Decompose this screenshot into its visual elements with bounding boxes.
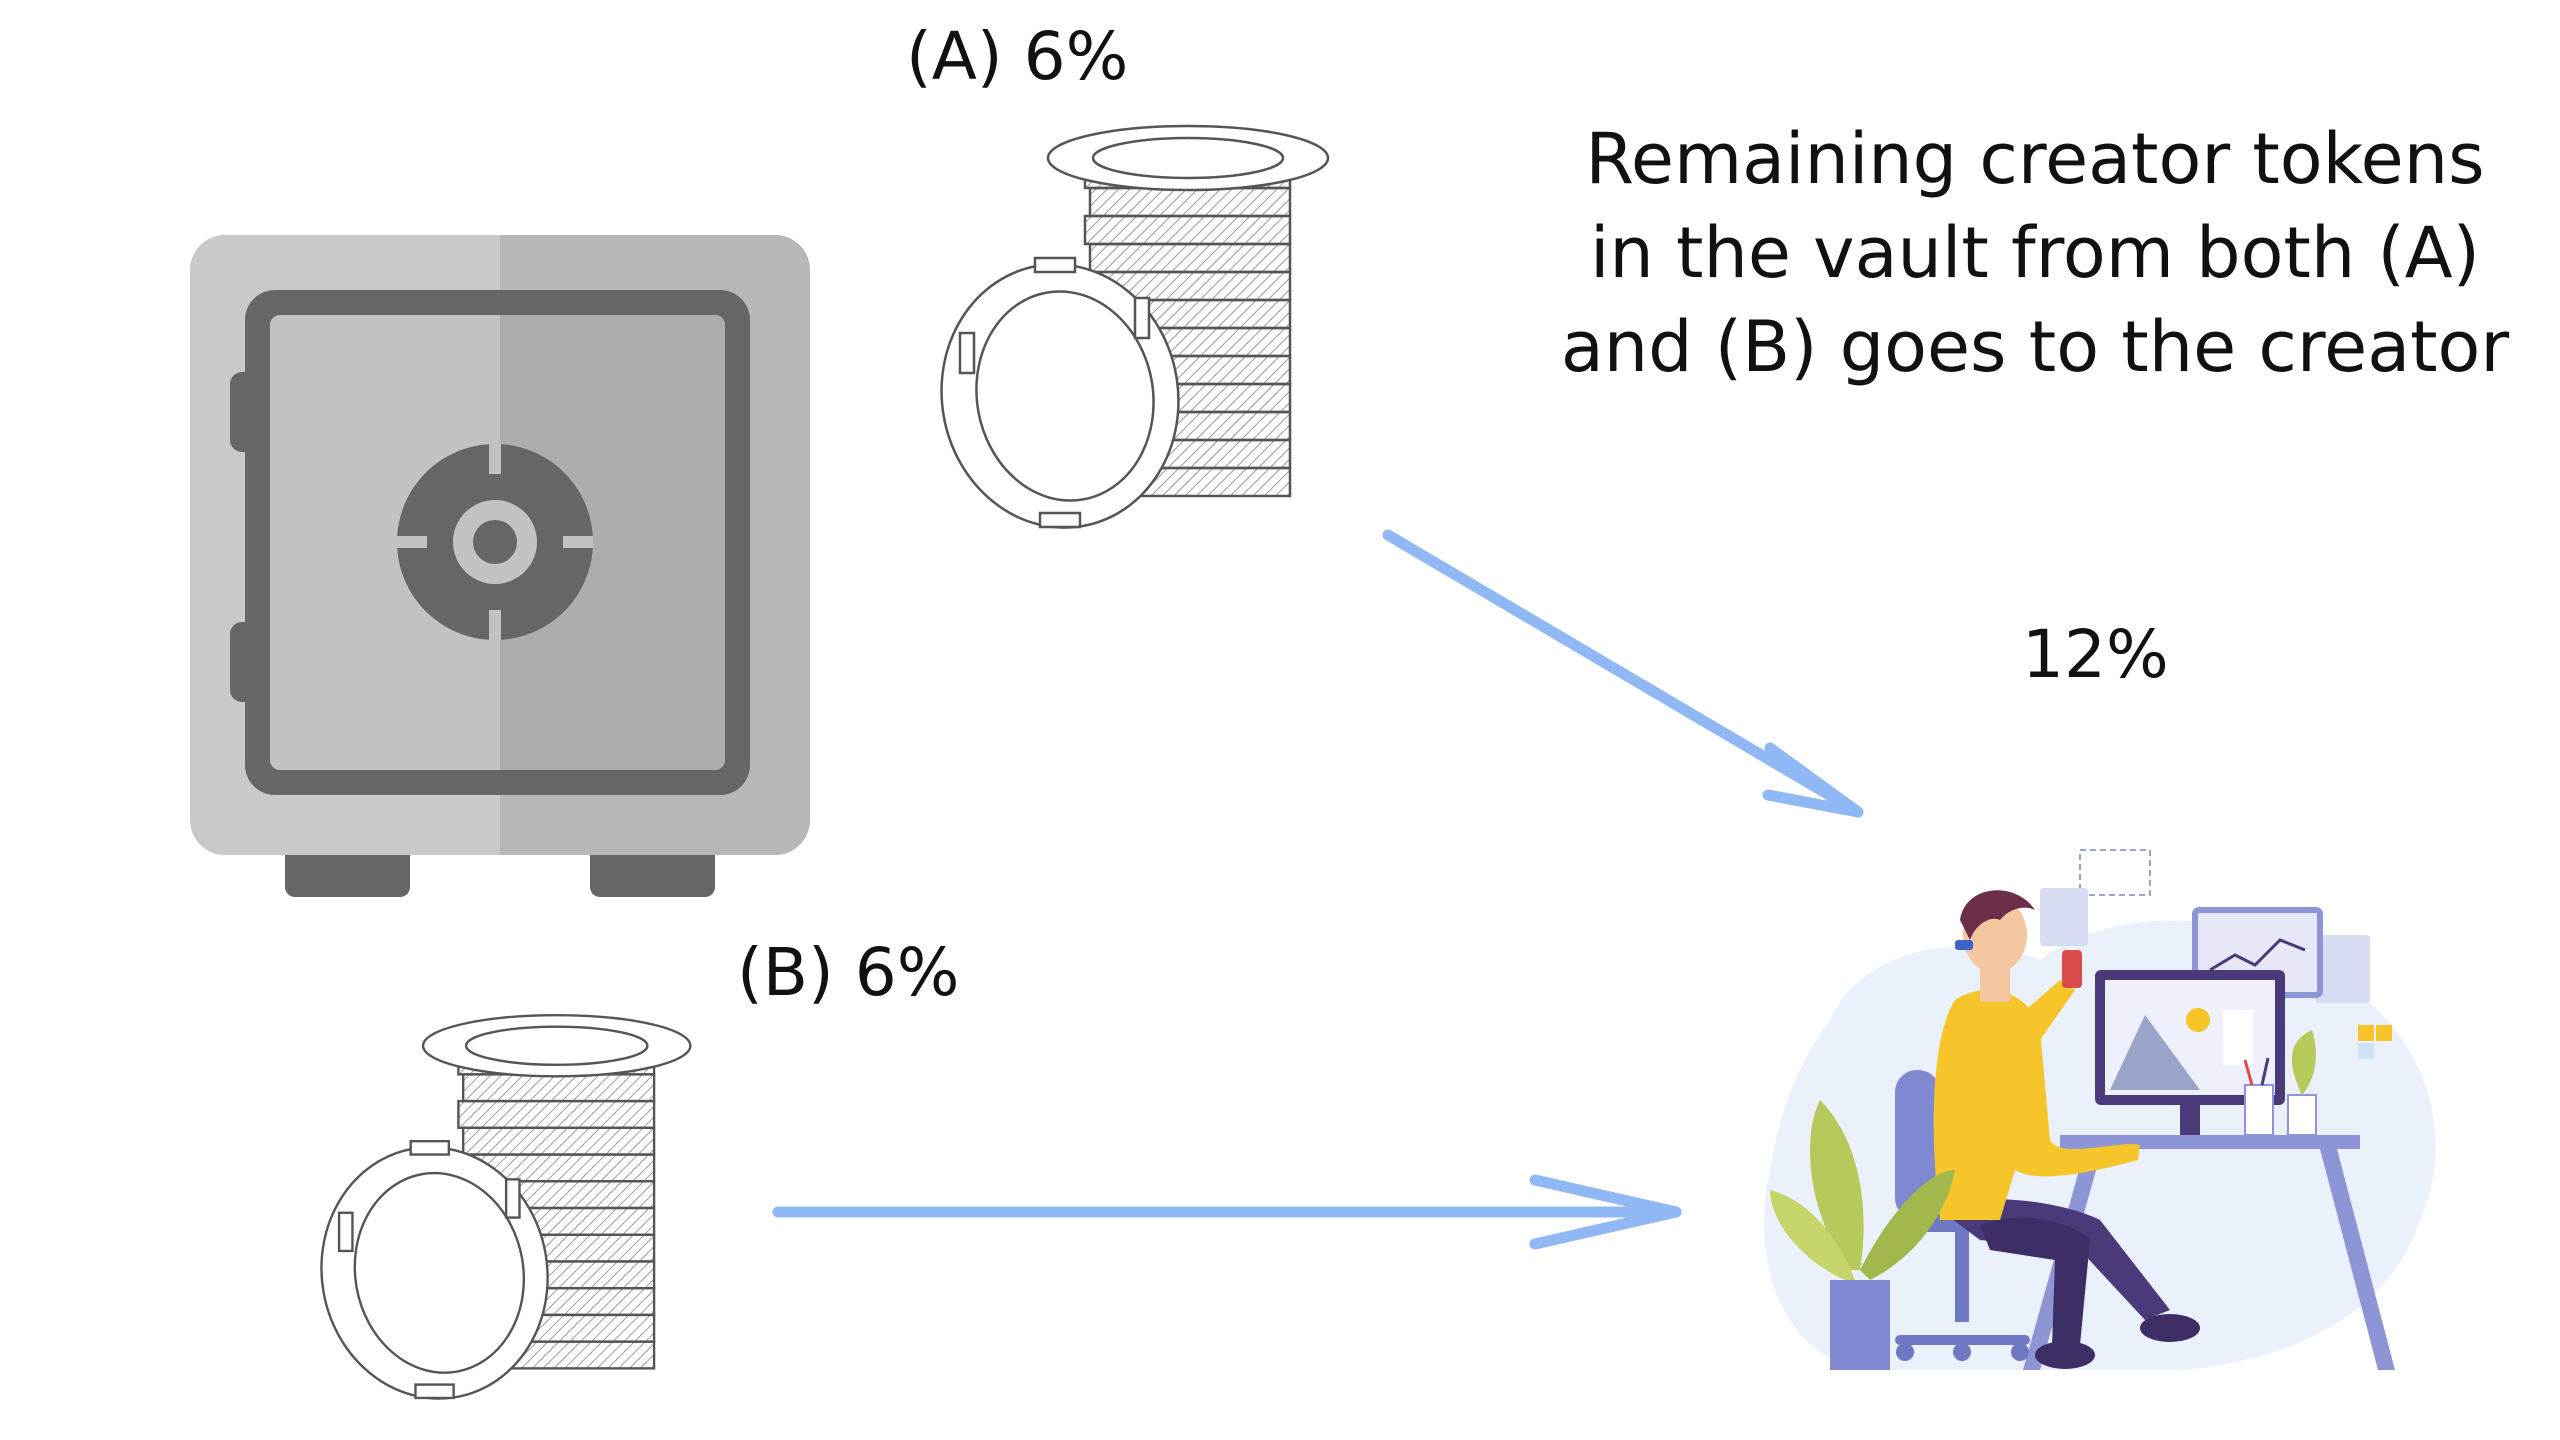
coin-stack-a xyxy=(940,124,1330,529)
desk-plant-pot xyxy=(2287,1094,2317,1136)
note-line: and (B) goes to the creator xyxy=(1560,306,2510,388)
safe-foot-right xyxy=(590,842,715,897)
floating-card xyxy=(2315,935,2370,1003)
safe-dial xyxy=(397,444,593,640)
safe-hinge-top xyxy=(230,372,270,452)
safe-hinge-bottom xyxy=(230,622,270,702)
creator-illustration xyxy=(1764,849,2436,1370)
safe-icon xyxy=(190,235,810,897)
label-total-percentage: 12% xyxy=(2022,616,2169,693)
label-a-percentage: (A) 6% xyxy=(906,18,1129,95)
label-b-percentage: (B) 6% xyxy=(737,934,960,1011)
note-line: Remaining creator tokens xyxy=(1585,118,2485,200)
palette-swatch xyxy=(2358,1043,2374,1059)
plant-pot xyxy=(1830,1280,1890,1370)
person xyxy=(1933,890,2200,1369)
pencil-cup xyxy=(2244,1084,2274,1136)
coin-stack-icon xyxy=(320,1013,692,1400)
coin-stack-icon xyxy=(940,124,1330,529)
floating-card xyxy=(2079,849,2151,896)
palette-swatch xyxy=(2358,1025,2374,1041)
arrow-b-to-creator xyxy=(772,1174,1682,1250)
floor-plant xyxy=(1770,1100,1955,1370)
arrow-a-to-creator xyxy=(1382,529,1864,818)
note-line: in the vault from both (A) xyxy=(1589,212,2480,294)
coin-stack-b xyxy=(320,1013,692,1400)
floating-card xyxy=(2040,888,2088,946)
palette-swatch xyxy=(2376,1025,2392,1041)
safe-foot-left xyxy=(285,842,410,897)
explanation-note: Remaining creator tokens in the vault fr… xyxy=(1535,112,2535,394)
